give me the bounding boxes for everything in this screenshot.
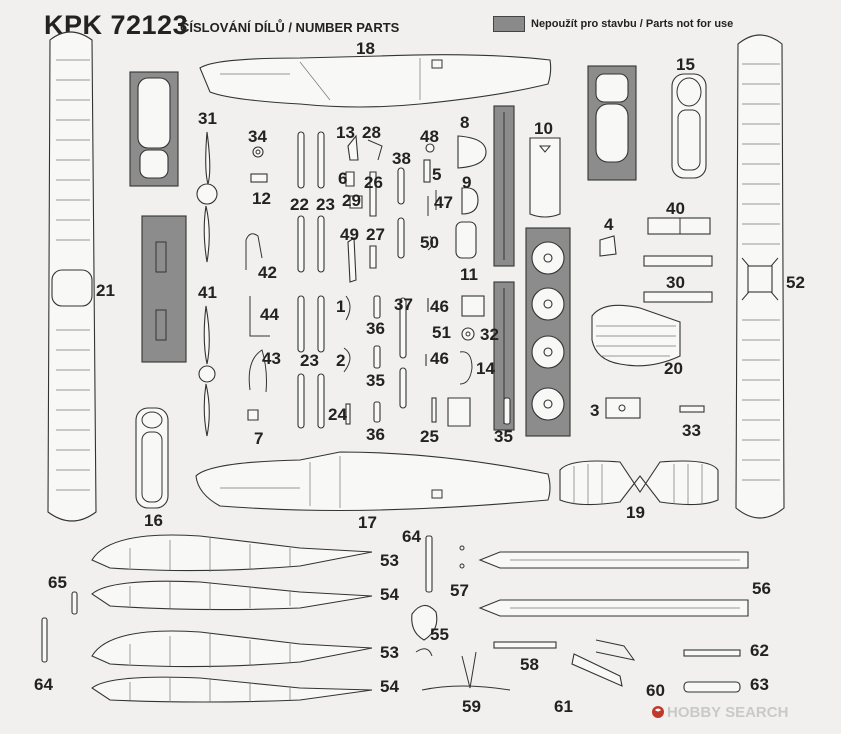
label-41: 41 bbox=[198, 283, 217, 302]
label-34: 34 bbox=[248, 127, 267, 146]
label-23a: 23 bbox=[316, 195, 335, 214]
label-57: 57 bbox=[450, 581, 469, 600]
label-21: 21 bbox=[96, 281, 115, 300]
label-18: 18 bbox=[356, 39, 375, 58]
label-43: 43 bbox=[262, 349, 281, 368]
label-38: 38 bbox=[392, 149, 411, 168]
part-31-propeller bbox=[196, 131, 218, 263]
label-7: 7 bbox=[254, 429, 263, 448]
label-60: 60 bbox=[646, 681, 665, 700]
label-42: 42 bbox=[258, 263, 277, 282]
part-21-upper-wing bbox=[47, 31, 97, 522]
label-23b: 23 bbox=[300, 351, 319, 370]
label-11: 11 bbox=[460, 265, 478, 284]
part-17-fuselage-half bbox=[195, 451, 551, 512]
label-40: 40 bbox=[666, 199, 685, 218]
legend-swatch-unused bbox=[493, 16, 525, 32]
label-14: 14 bbox=[476, 359, 495, 378]
label-19: 19 bbox=[626, 503, 645, 522]
unused-part-struts bbox=[493, 105, 515, 431]
label-65: 65 bbox=[48, 573, 67, 592]
unused-part-panel-middle bbox=[141, 215, 187, 363]
label-54b: 54 bbox=[380, 677, 399, 696]
label-54a: 54 bbox=[380, 585, 399, 604]
part-10-panel bbox=[529, 137, 561, 218]
label-64a: 64 bbox=[402, 527, 421, 546]
label-5: 5 bbox=[432, 165, 441, 184]
part-41-propeller bbox=[198, 305, 216, 437]
hobbysearch-logo-icon bbox=[652, 706, 664, 718]
label-31: 31 bbox=[198, 109, 217, 128]
legend-text: Nepoužít pro stavbu / Parts not for use bbox=[531, 18, 734, 30]
label-44: 44 bbox=[260, 305, 279, 324]
label-13: 13 bbox=[336, 123, 355, 142]
label-35b: 35 bbox=[494, 427, 513, 446]
label-8: 8 bbox=[460, 113, 469, 132]
diagram-title: ČÍSLOVÁNÍ DÍLŮ / NUMBER PARTS bbox=[180, 20, 400, 35]
unused-part-panel-right bbox=[587, 65, 637, 181]
brand-watermark: HOBBY SEARCH bbox=[667, 704, 789, 721]
label-29: 29 bbox=[342, 191, 361, 210]
label-46b: 46 bbox=[430, 349, 449, 368]
label-32: 32 bbox=[480, 325, 499, 344]
label-55: 55 bbox=[430, 625, 449, 644]
part-number-labels: 18 15 31 34 13 28 48 8 10 38 5 6 26 9 12… bbox=[34, 39, 805, 716]
label-63: 63 bbox=[750, 675, 769, 694]
label-58: 58 bbox=[520, 655, 539, 674]
label-16: 16 bbox=[144, 511, 163, 530]
label-15: 15 bbox=[676, 55, 695, 74]
part-15-canopy bbox=[671, 73, 707, 179]
part-16-canopy bbox=[135, 407, 169, 509]
label-36b: 36 bbox=[366, 425, 385, 444]
label-52: 52 bbox=[786, 273, 805, 292]
label-12: 12 bbox=[252, 189, 271, 208]
part-53-54-wing-ribs bbox=[91, 534, 373, 703]
part-18-fuselage-half bbox=[199, 54, 552, 108]
part-struts-group bbox=[297, 131, 511, 429]
label-56: 56 bbox=[752, 579, 771, 598]
label-61: 61 bbox=[554, 697, 573, 716]
label-37: 37 bbox=[394, 295, 413, 314]
part-small-fittings bbox=[41, 134, 741, 693]
label-9: 9 bbox=[462, 173, 471, 192]
label-64b: 64 bbox=[34, 675, 53, 694]
label-49: 49 bbox=[340, 225, 359, 244]
label-51: 51 bbox=[432, 323, 451, 342]
label-2: 2 bbox=[336, 351, 345, 370]
label-36a: 36 bbox=[366, 319, 385, 338]
part-56-strips bbox=[478, 551, 749, 617]
label-28: 28 bbox=[362, 123, 381, 142]
part-20-side-panel bbox=[591, 304, 681, 367]
label-25: 25 bbox=[420, 427, 439, 446]
label-30: 30 bbox=[666, 273, 685, 292]
label-22: 22 bbox=[290, 195, 309, 214]
label-26: 26 bbox=[364, 173, 383, 192]
label-4: 4 bbox=[604, 215, 614, 234]
part-19-wing-centre bbox=[559, 460, 719, 506]
part-52-lower-wing bbox=[735, 34, 785, 519]
label-1: 1 bbox=[336, 297, 345, 316]
label-20: 20 bbox=[664, 359, 683, 378]
label-6: 6 bbox=[338, 169, 347, 188]
label-48: 48 bbox=[420, 127, 439, 146]
label-62: 62 bbox=[750, 641, 769, 660]
label-50: 50 bbox=[420, 233, 439, 252]
label-59: 59 bbox=[462, 697, 481, 716]
label-17: 17 bbox=[358, 513, 377, 532]
label-53b: 53 bbox=[380, 643, 399, 662]
label-10: 10 bbox=[534, 119, 553, 138]
label-27: 27 bbox=[366, 225, 385, 244]
label-46a: 46 bbox=[430, 297, 449, 316]
label-33: 33 bbox=[682, 421, 701, 440]
label-47: 47 bbox=[434, 193, 453, 212]
label-3: 3 bbox=[590, 401, 599, 420]
unused-part-panel-top bbox=[129, 71, 179, 187]
label-35a: 35 bbox=[366, 371, 385, 390]
label-24: 24 bbox=[328, 405, 347, 424]
label-53a: 53 bbox=[380, 551, 399, 570]
unused-part-wheels bbox=[525, 227, 571, 437]
